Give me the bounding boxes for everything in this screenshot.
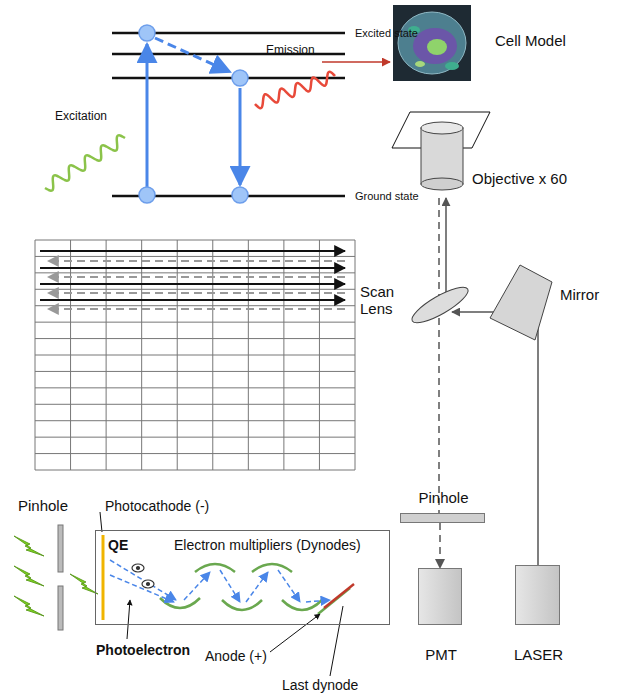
leader-line <box>270 614 320 652</box>
leader-line <box>127 600 130 639</box>
electrons <box>132 564 154 588</box>
part-label: Objective x 60 <box>472 170 567 187</box>
excitation-arrow <box>146 44 149 188</box>
part-label: Last dynode <box>282 677 358 693</box>
scan-grid <box>35 240 355 470</box>
cell-model-image <box>393 5 471 81</box>
node-label: PMT <box>425 646 457 663</box>
pmt-box: PMT <box>418 568 462 625</box>
part-label: Cell Model <box>495 32 566 49</box>
node-label: Pinhole <box>418 489 468 506</box>
laser-box: LASER <box>515 565 560 625</box>
node-label: Electron multipliers (Dynodes) <box>174 537 361 553</box>
part-label: Photocathode (-) <box>105 498 209 514</box>
objective-lens <box>421 122 463 190</box>
anode <box>324 584 354 608</box>
emission-arrow <box>239 88 242 185</box>
energy-levels <box>112 33 345 196</box>
node-label: QE <box>108 537 128 553</box>
light-path <box>439 523 441 568</box>
relaxation-arrow <box>155 38 230 72</box>
part-label: Anode (+) <box>205 648 267 664</box>
leader-line <box>100 512 102 532</box>
level-label: Ground state <box>355 190 419 203</box>
emission-wave <box>255 72 335 108</box>
excitation-wave <box>45 135 125 190</box>
photon-bolts <box>14 536 98 616</box>
pinhole-plate <box>58 525 63 630</box>
photocathode <box>102 535 105 620</box>
part-label: Scan Lens <box>360 283 402 318</box>
electron-circles <box>139 25 248 203</box>
leader-line <box>330 606 343 676</box>
electron-path <box>110 560 330 602</box>
laser-beam <box>537 312 539 565</box>
wave-label: Excitation <box>55 110 107 124</box>
emission-beam <box>438 198 440 513</box>
dynodes <box>160 564 322 610</box>
emission-pointer <box>322 61 390 63</box>
wave-label: Emission <box>266 44 315 58</box>
pinhole-plate: Pinhole <box>400 513 485 523</box>
part-label: Mirror <box>560 286 599 303</box>
scan-arrows <box>40 251 345 309</box>
scan-lens <box>408 281 472 329</box>
pmt-tube-box: QE Electron multipliers (Dynodes) <box>95 530 390 625</box>
node-label: LASER <box>514 646 563 663</box>
part-label: Pinhole <box>18 497 68 514</box>
part-label: Photoelectron <box>96 642 190 658</box>
level-label: Excited state <box>355 27 418 40</box>
mirror <box>490 265 552 340</box>
